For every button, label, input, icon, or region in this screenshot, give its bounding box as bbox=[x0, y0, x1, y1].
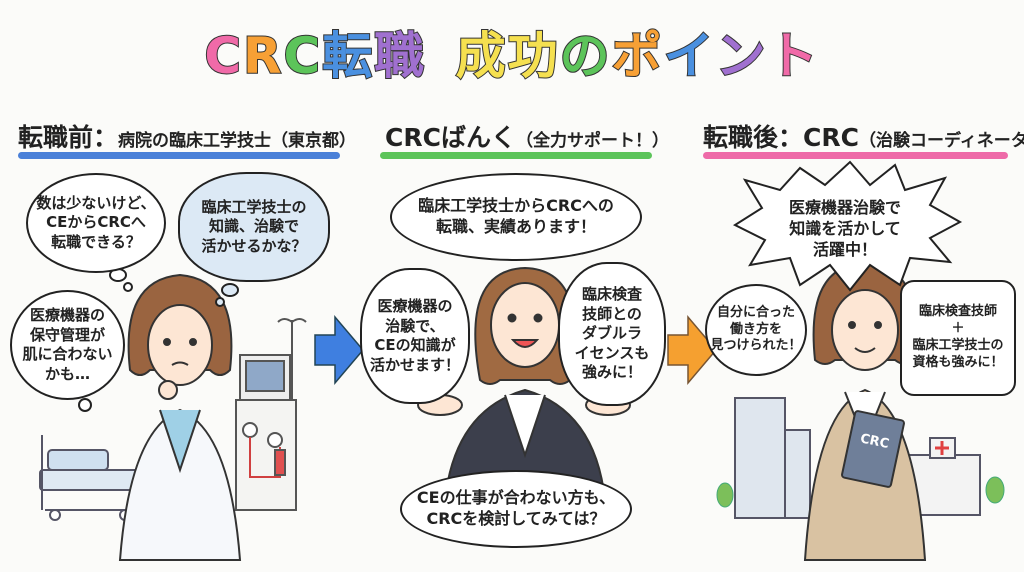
title-char: ト bbox=[767, 26, 820, 86]
speech-bubble: 臨床検査 技師との ダブルラ イセンスも 強みに！ bbox=[558, 262, 666, 406]
binder-icon bbox=[841, 410, 905, 488]
binder-label: CRC bbox=[859, 431, 891, 452]
hospital-bed-icon bbox=[39, 435, 141, 521]
title-char: 功 bbox=[507, 26, 560, 86]
arrow-right-icon bbox=[314, 314, 364, 386]
speech-bubble: CEの仕事が合わない方も、 CRCを検討してみては？ bbox=[400, 470, 632, 548]
burst-bubble-shape bbox=[732, 160, 963, 292]
cloud-thought-bubble: 臨床工学技士の 知識、治験で 活かせるかな？ bbox=[178, 172, 330, 282]
speech-bubble: 臨床検査技師 ＋ 臨床工学技士の 資格も強みに！ bbox=[900, 280, 1016, 396]
title-char: C bbox=[203, 26, 244, 86]
title-char: 成 bbox=[455, 26, 508, 86]
after-heading-main: 転職後：CRC bbox=[703, 123, 859, 152]
after-heading-sub: （治験コーディネーター） bbox=[858, 131, 1024, 151]
title-char: の bbox=[559, 26, 612, 86]
title-char: ン bbox=[715, 26, 768, 86]
arrow-right-icon bbox=[667, 314, 717, 386]
dialysis-machine-icon bbox=[235, 318, 307, 511]
worried-clinical-engineer bbox=[118, 273, 242, 561]
support-heading: CRCばんく（全力サポート！） bbox=[385, 118, 669, 154]
title-char: 転 bbox=[321, 26, 375, 86]
thought-bubble: 数は少ないけど、 CEからCRCへ 転職できる？ bbox=[26, 173, 166, 273]
support-heading-sub: （全力サポート！） bbox=[515, 131, 669, 151]
after-heading: 転職後：CRC（治験コーディネーター） bbox=[703, 118, 1024, 154]
before-heading: 転職前：病院の臨床工学技士（東京都） bbox=[18, 118, 356, 154]
speech-bubble: 医療機器の 治験で、 CEの知識が 活かせます！ bbox=[360, 268, 470, 404]
thought-dots bbox=[78, 268, 239, 412]
before-underline bbox=[18, 152, 340, 159]
burst-bubble-text: 医療機器治験で 知識を活かして 活躍中！ bbox=[788, 198, 901, 259]
title-char: C bbox=[283, 26, 323, 86]
before-heading-sub: 病院の臨床工学技士（東京都） bbox=[118, 131, 357, 151]
speech-bubble: 自分に合った 働き方を 見つけられた！ bbox=[705, 284, 807, 376]
support-underline bbox=[380, 152, 652, 159]
office-building-icon bbox=[734, 397, 811, 519]
before-heading-main: 転職前： bbox=[18, 123, 119, 152]
tree-icon bbox=[716, 476, 1005, 508]
title-char: イ bbox=[663, 26, 716, 86]
page-title: CRC転職 成功のポイント bbox=[0, 16, 1024, 88]
after-underline bbox=[703, 152, 1008, 159]
speech-bubble: 医療機器の 保守管理が 肌に合わない かも… bbox=[10, 290, 125, 400]
speech-bubble: 臨床工学技士からCRCへの 転職、実績あります！ bbox=[390, 173, 642, 261]
support-heading-main: CRCばんく bbox=[385, 123, 516, 152]
title-char: 職 bbox=[373, 26, 427, 86]
title-char: ポ bbox=[611, 26, 664, 86]
title-char bbox=[426, 27, 445, 85]
title-char: R bbox=[242, 26, 284, 86]
